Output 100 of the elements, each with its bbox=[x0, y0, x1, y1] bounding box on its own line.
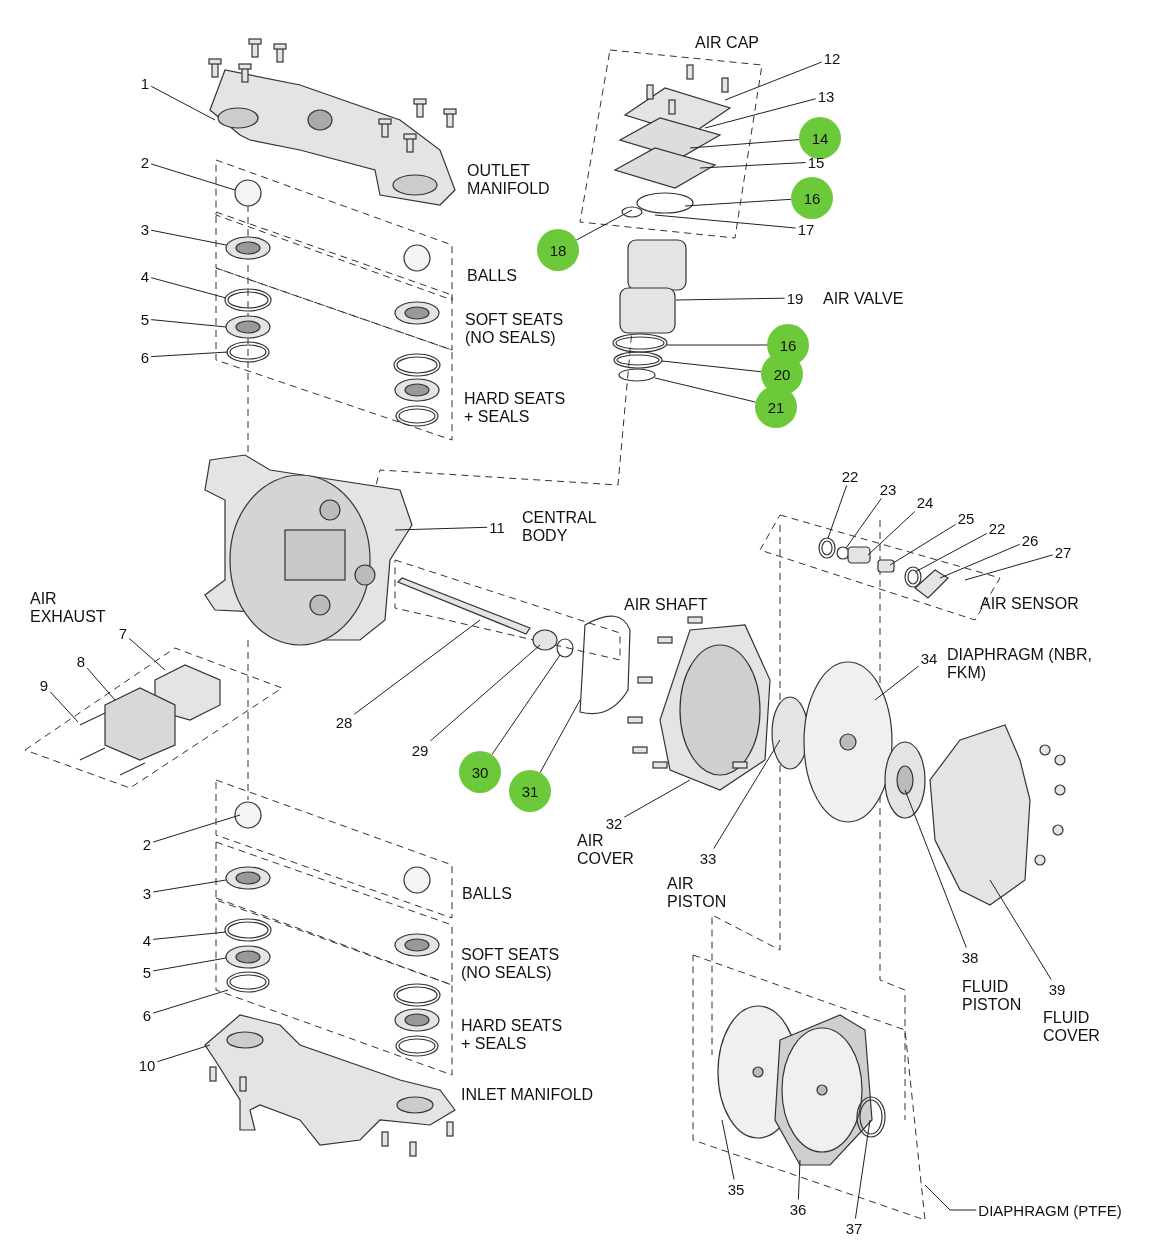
callout-number: 19 bbox=[785, 289, 805, 307]
leader-line bbox=[353, 619, 481, 715]
leader-line bbox=[867, 511, 916, 556]
part-name: SOFT SEATS (NO SEALS) bbox=[461, 946, 561, 982]
callout-number: 7 bbox=[117, 624, 129, 642]
callout-number: 26 bbox=[1020, 531, 1040, 549]
callout-number: 9 bbox=[38, 676, 50, 694]
callout-number: 5 bbox=[139, 310, 151, 328]
highlighted-callout-number: 14 bbox=[799, 117, 841, 159]
callout-number: 22 bbox=[840, 467, 860, 485]
callout-number: 1 bbox=[139, 74, 151, 92]
leader-line bbox=[675, 297, 786, 301]
leader-line bbox=[150, 85, 216, 121]
leader-line bbox=[797, 1159, 801, 1200]
part-name: FLUID PISTON bbox=[962, 978, 1023, 1014]
leader-line bbox=[661, 360, 762, 373]
leader-line bbox=[939, 543, 1021, 579]
leader-line bbox=[152, 957, 227, 972]
callout-number: 6 bbox=[139, 348, 151, 366]
leader-line bbox=[394, 526, 488, 531]
callout-number: 2 bbox=[141, 835, 153, 853]
leader-line bbox=[666, 344, 768, 346]
part-name: AIR COVER bbox=[577, 832, 635, 868]
callout-number: 8 bbox=[75, 652, 87, 670]
part-name: OUTLET MANIFOLD bbox=[467, 162, 551, 198]
callout-number: 33 bbox=[698, 849, 718, 867]
part-name: HARD SEATS + SEALS bbox=[461, 1017, 564, 1053]
highlighted-callout-number: 18 bbox=[537, 229, 579, 271]
leader-line bbox=[150, 163, 236, 191]
leader-line bbox=[724, 61, 823, 101]
leader-line bbox=[654, 377, 757, 403]
leader-line bbox=[874, 665, 920, 701]
part-name: INLET MANIFOLD bbox=[461, 1086, 594, 1104]
callout-number: 10 bbox=[137, 1056, 157, 1074]
leader-line bbox=[827, 485, 848, 539]
highlighted-callout-number: 30 bbox=[459, 751, 501, 793]
part-name: DIAPHRAGM (PTFE) bbox=[977, 1201, 1123, 1219]
part-name: SOFT SEATS (NO SEALS) bbox=[465, 311, 565, 347]
leader-line bbox=[914, 533, 988, 573]
part-name: CENTRAL BODY bbox=[522, 509, 598, 545]
leader-line bbox=[684, 198, 792, 207]
leader-line bbox=[654, 214, 797, 229]
part-name: AIR EXHAUST bbox=[30, 590, 107, 626]
leader-line bbox=[989, 879, 1052, 980]
leader-line bbox=[845, 498, 882, 549]
leader-line bbox=[704, 98, 817, 129]
callout-number: 17 bbox=[796, 220, 816, 238]
leader-line bbox=[904, 789, 967, 948]
callout-number: 27 bbox=[1053, 543, 1073, 561]
callout-number: 34 bbox=[919, 649, 939, 667]
leader-line bbox=[689, 139, 800, 149]
callout-number: 35 bbox=[726, 1180, 746, 1198]
leader-line bbox=[539, 699, 581, 774]
callout-number: 36 bbox=[788, 1200, 808, 1218]
leader-line bbox=[924, 1184, 977, 1211]
callout-number: 12 bbox=[822, 49, 842, 67]
leader-line bbox=[623, 779, 691, 818]
part-name: BALLS bbox=[462, 885, 512, 903]
leader-line bbox=[152, 814, 241, 843]
leader-line bbox=[713, 739, 781, 849]
part-name: DIAPHRAGM (NBR, FKM) bbox=[947, 646, 1093, 682]
callout-number: 22 bbox=[987, 519, 1007, 537]
leader-line bbox=[889, 523, 957, 566]
leader-line bbox=[575, 209, 633, 241]
part-name: AIR PISTON bbox=[667, 875, 728, 911]
leader-line bbox=[964, 554, 1054, 581]
part-name: FLUID COVER bbox=[1043, 1009, 1101, 1045]
leader-line bbox=[699, 162, 807, 169]
callout-number: 24 bbox=[915, 493, 935, 511]
leader-line bbox=[721, 1119, 735, 1180]
leader-line bbox=[150, 277, 227, 299]
callout-number: 29 bbox=[410, 741, 430, 759]
callout-number: 39 bbox=[1047, 980, 1067, 998]
callout-number: 23 bbox=[878, 480, 898, 498]
part-name: AIR VALVE bbox=[823, 290, 904, 308]
leader-line bbox=[86, 667, 116, 701]
part-name: HARD SEATS + SEALS bbox=[464, 390, 567, 426]
leader-line bbox=[491, 654, 561, 756]
leader-line bbox=[152, 879, 227, 893]
highlighted-callout-number: 21 bbox=[755, 386, 797, 428]
callout-number: 3 bbox=[139, 220, 151, 238]
leader-line bbox=[152, 931, 227, 940]
highlighted-callout-number: 16 bbox=[791, 177, 833, 219]
highlighted-callout-number: 31 bbox=[509, 770, 551, 812]
part-name: AIR CAP bbox=[695, 34, 759, 52]
leader-line bbox=[150, 319, 227, 328]
callout-number: 13 bbox=[816, 87, 836, 105]
callout-number: 32 bbox=[604, 814, 624, 832]
callout-number: 4 bbox=[139, 267, 151, 285]
callout-number: 3 bbox=[141, 884, 153, 902]
leader-line bbox=[156, 1044, 211, 1063]
callout-number: 38 bbox=[960, 948, 980, 966]
callout-number: 28 bbox=[334, 713, 354, 731]
callout-number: 37 bbox=[844, 1219, 864, 1237]
callout-number: 5 bbox=[141, 963, 153, 981]
callout-number: 11 bbox=[488, 518, 506, 536]
leader-line bbox=[854, 1119, 871, 1219]
part-name: AIR SENSOR bbox=[980, 595, 1079, 613]
leader-line bbox=[128, 637, 166, 671]
callout-number: 6 bbox=[141, 1006, 153, 1024]
